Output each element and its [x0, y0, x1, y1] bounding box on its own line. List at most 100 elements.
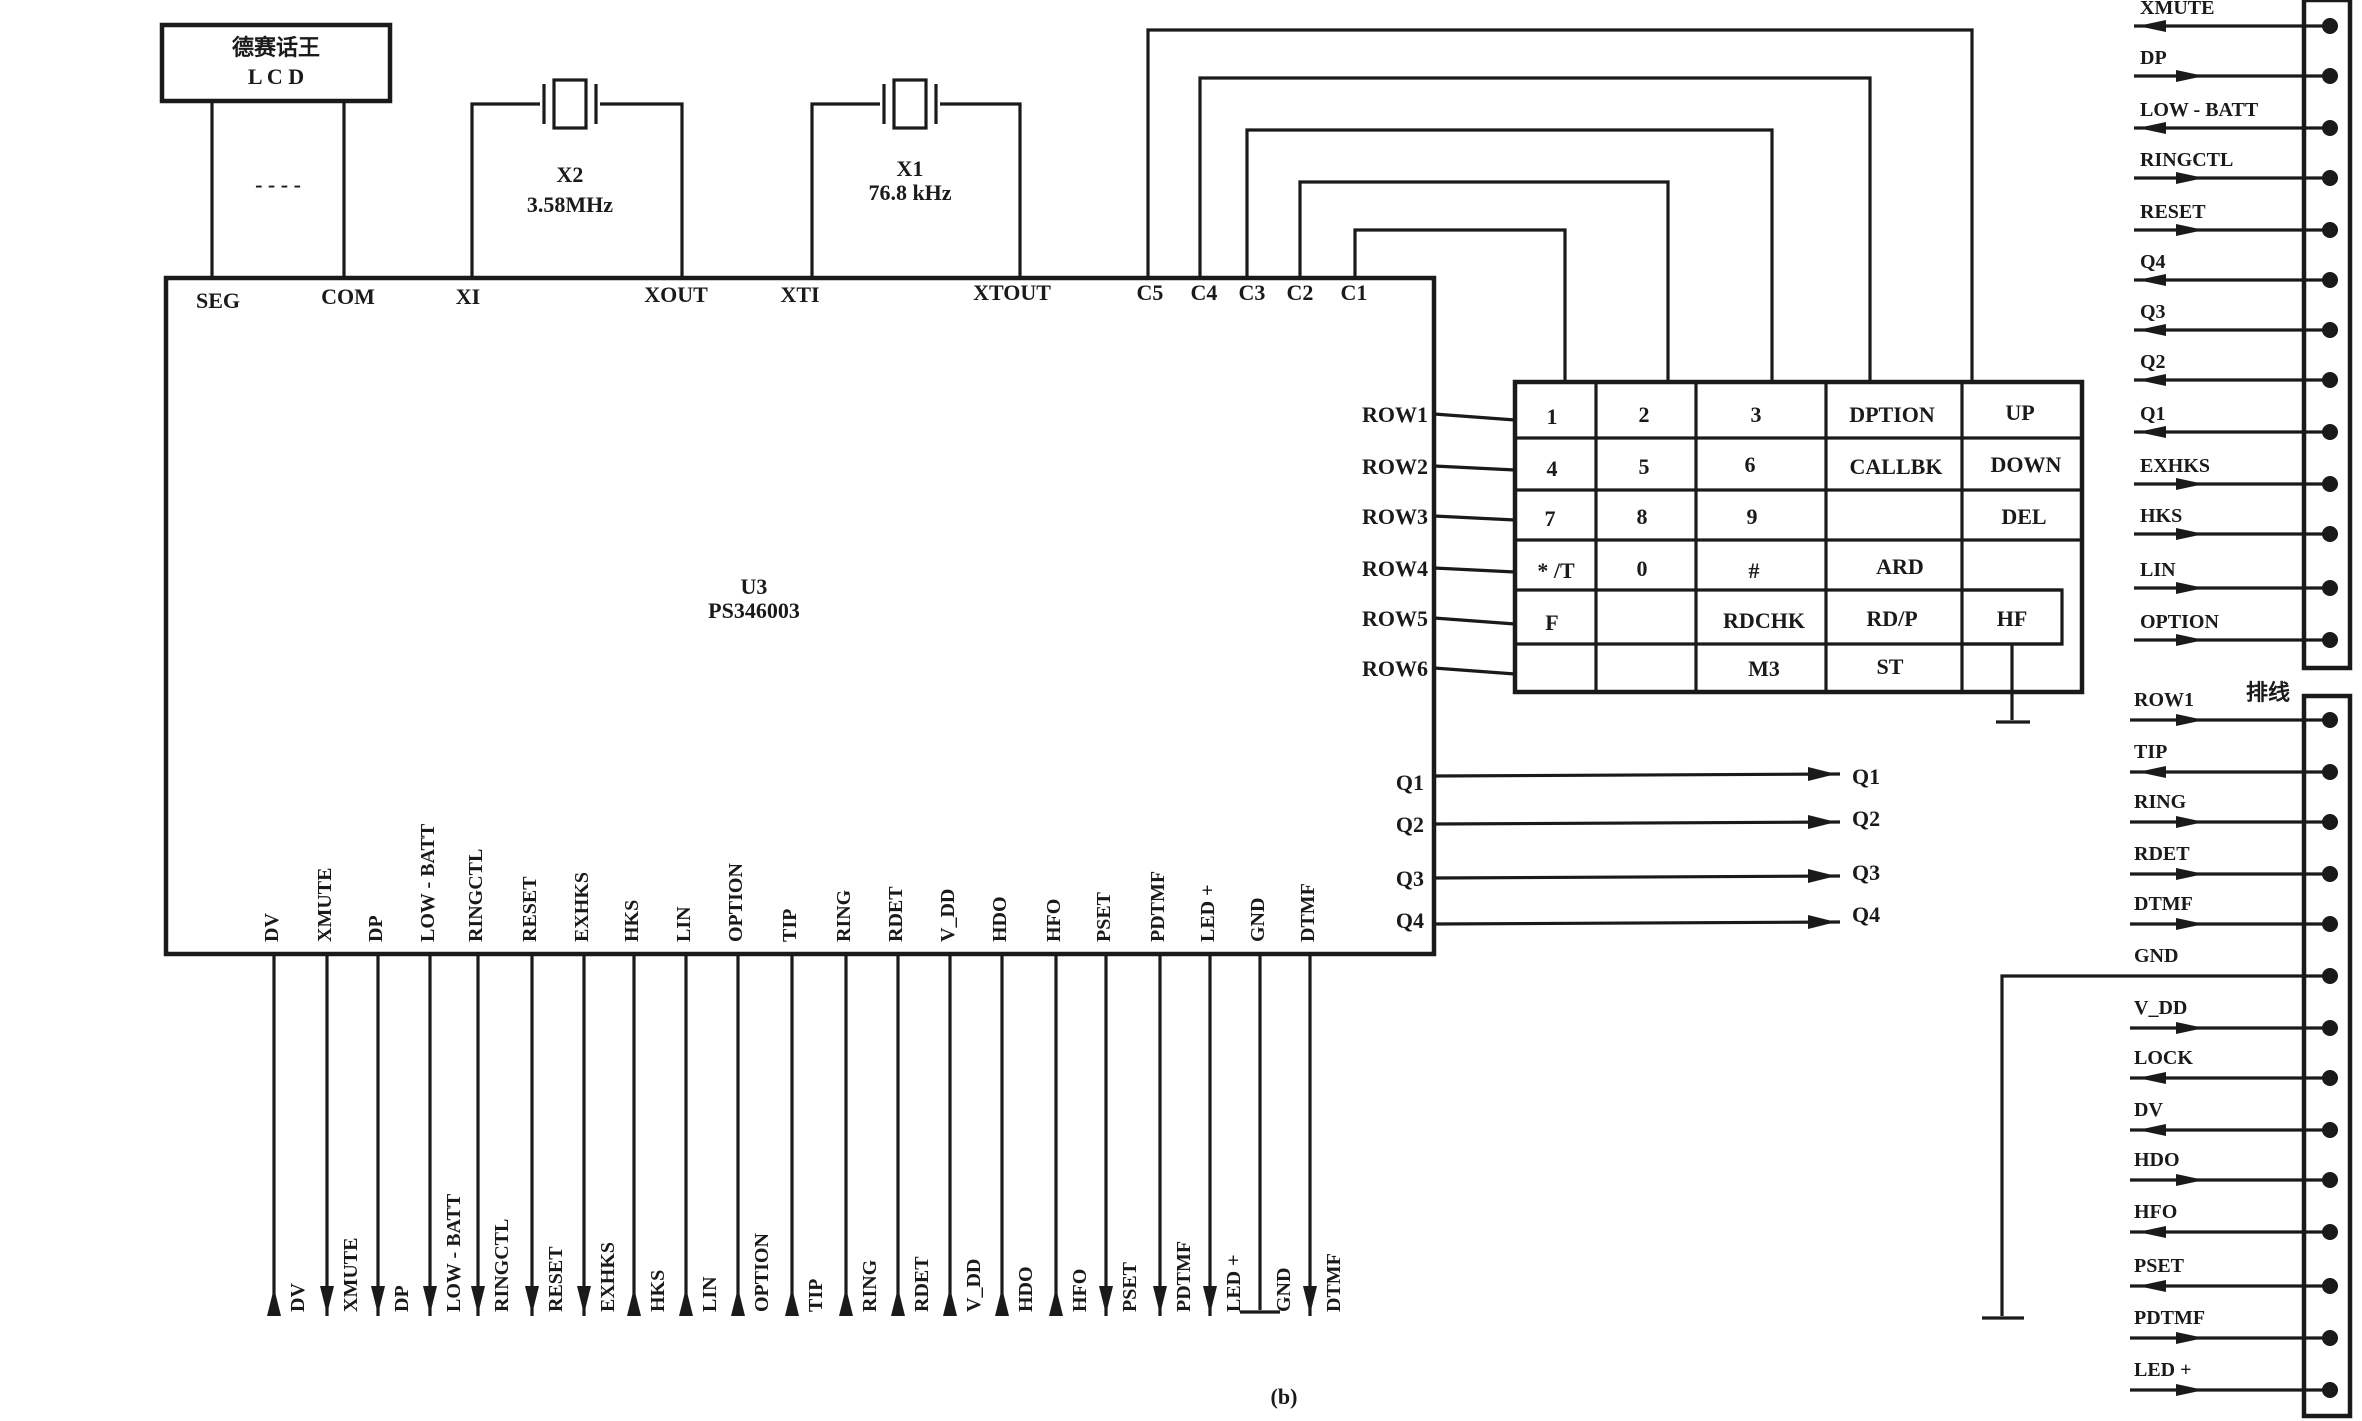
key-6: 6	[1745, 452, 1756, 477]
net-label-hks: HKS	[647, 1270, 669, 1312]
net-label-led: LED +	[1223, 1254, 1245, 1312]
pin-xtout: XTOUT	[973, 280, 1051, 305]
conn2-label-hfo: HFO	[2134, 1201, 2177, 1223]
q-lines: Q1 Q2 Q3 Q4 Q1 Q2 Q3 Q4	[1396, 764, 1880, 933]
pin-label-low-batt: LOW - BATT	[417, 823, 439, 942]
conn1-label-hks: HKS	[2140, 505, 2182, 527]
q2-ext-label: Q2	[1852, 806, 1880, 831]
connector-2-label: 排线	[2246, 680, 2290, 705]
conn2-pin-led	[2322, 1382, 2338, 1398]
connector-2: 排线 ROW1TIPRINGRDETDTMFGNDV_DDLOCKDVHDOHF…	[1982, 680, 2353, 1419]
pin-label-lin: LIN	[673, 906, 695, 942]
conn1-pin-reset	[2322, 222, 2338, 238]
key-hash: #	[1749, 558, 1760, 583]
net-label-tip: TIP	[805, 1279, 827, 1312]
pin-label-hks: HKS	[621, 900, 643, 942]
pin-q2: Q2	[1396, 812, 1424, 837]
conn2-pin-hdo	[2322, 1172, 2338, 1188]
conn1-pin-lin	[2322, 580, 2338, 596]
conn1-arrow-q3	[2138, 324, 2166, 336]
arrow-dp	[371, 1286, 385, 1314]
pin-q4: Q4	[1396, 908, 1424, 933]
lcd-dashes: - - - -	[255, 172, 301, 197]
chip-u3: U3 PS346003	[163, 275, 1437, 957]
conn2-pin-dv	[2322, 1122, 2338, 1138]
key-del: DEL	[2001, 504, 2046, 529]
conn1-arrow-low-batt	[2138, 122, 2166, 134]
conn1-pin-q3	[2322, 322, 2338, 338]
key-rdp: RD/P	[1866, 606, 1917, 631]
arrow-pdtmf	[1153, 1286, 1167, 1314]
conn1-label-q4: Q4	[2140, 251, 2166, 273]
pin-label-ringctl: RINGCTL	[465, 849, 487, 942]
conn1-label-q2: Q2	[2140, 351, 2166, 373]
key-star-t: * /T	[1537, 558, 1575, 583]
crystal-x1-freq: 76.8 kHz	[868, 180, 951, 205]
arrow-tip	[785, 1288, 799, 1316]
conn1-arrow-hks	[2176, 528, 2204, 540]
pin-label-hfo: HFO	[1043, 899, 1065, 942]
net-label-ringctl: RINGCTL	[491, 1219, 513, 1312]
conn1-label-dp: DP	[2140, 47, 2167, 69]
key-callbk: CALLBK	[1850, 454, 1943, 479]
key-m3: M3	[1748, 656, 1780, 681]
arrow-dtmf	[1303, 1286, 1317, 1314]
conn1-pin-hks	[2322, 526, 2338, 542]
conn1-arrow-q1	[2138, 426, 2166, 438]
conn2-label-led: LED +	[2134, 1359, 2192, 1381]
chip-ref: U3	[741, 574, 768, 599]
crystal-x1-name: X1	[897, 156, 924, 181]
key-ard: ARD	[1876, 554, 1924, 579]
pin-xi: XI	[456, 284, 480, 309]
conn1-pin-dp	[2322, 68, 2338, 84]
conn2-pin-hfo	[2322, 1224, 2338, 1240]
pin-c4: C4	[1191, 280, 1218, 305]
pin-label-rdet: RDET	[885, 886, 907, 942]
pin-row4: ROW4	[1362, 556, 1428, 581]
pin-q3: Q3	[1396, 866, 1424, 891]
conn1-arrow-q4	[2138, 274, 2166, 286]
conn2-label-ring: RING	[2134, 791, 2187, 813]
net-label-dp: DP	[391, 1285, 413, 1312]
conn1-arrow-ringctl	[2176, 172, 2204, 184]
arrow-reset	[525, 1286, 539, 1314]
pin-row3: ROW3	[1362, 504, 1428, 529]
conn2-arrow-ring	[2176, 816, 2204, 828]
key-7: 7	[1545, 506, 1556, 531]
pin-label-v-dd: V_DD	[937, 889, 959, 942]
conn1-arrow-reset	[2176, 224, 2204, 236]
conn2-arrow-dtmf	[2176, 918, 2204, 930]
pin-label-pset: PSET	[1093, 891, 1115, 942]
net-label-ring: RING	[859, 1259, 881, 1312]
conn1-label-xmute: XMUTE	[2140, 0, 2214, 19]
conn1-arrow-xmute	[2138, 20, 2166, 32]
conn1-pin-ringctl	[2322, 170, 2338, 186]
pin-label-ring: RING	[833, 889, 855, 942]
pin-row5: ROW5	[1362, 606, 1428, 631]
conn1-label-lin: LIN	[2140, 559, 2176, 581]
conn2-pin-rdet	[2322, 866, 2338, 882]
arrow-low-batt	[423, 1286, 437, 1314]
conn1-label-q3: Q3	[2140, 301, 2166, 323]
conn2-arrow-pdtmf	[2176, 1332, 2204, 1344]
key-down: DOWN	[1991, 452, 2062, 477]
net-label-low-batt: LOW - BATT	[443, 1193, 465, 1312]
conn2-pin-tip	[2322, 764, 2338, 780]
conn1-label-ringctl: RINGCTL	[2140, 149, 2233, 171]
conn1-pin-xmute	[2322, 18, 2338, 34]
conn2-label-v-dd: V_DD	[2134, 997, 2187, 1019]
conn2-pin-gnd	[2322, 968, 2338, 984]
conn1-arrow-q2	[2138, 374, 2166, 386]
conn1-arrow-option	[2176, 634, 2204, 646]
conn2-label-pset: PSET	[2134, 1255, 2185, 1277]
net-label-option: OPTION	[751, 1233, 773, 1312]
pin-label-dtmf: DTMF	[1297, 883, 1319, 942]
conn1-label-reset: RESET	[2140, 201, 2206, 223]
pin-label-gnd: GND	[1247, 898, 1269, 942]
conn1-pin-option	[2322, 632, 2338, 648]
conn2-arrow-dv	[2138, 1124, 2166, 1136]
conn2-label-gnd: GND	[2134, 945, 2178, 967]
arrow-pset	[1099, 1286, 1113, 1314]
conn1-pin-q2	[2322, 372, 2338, 388]
